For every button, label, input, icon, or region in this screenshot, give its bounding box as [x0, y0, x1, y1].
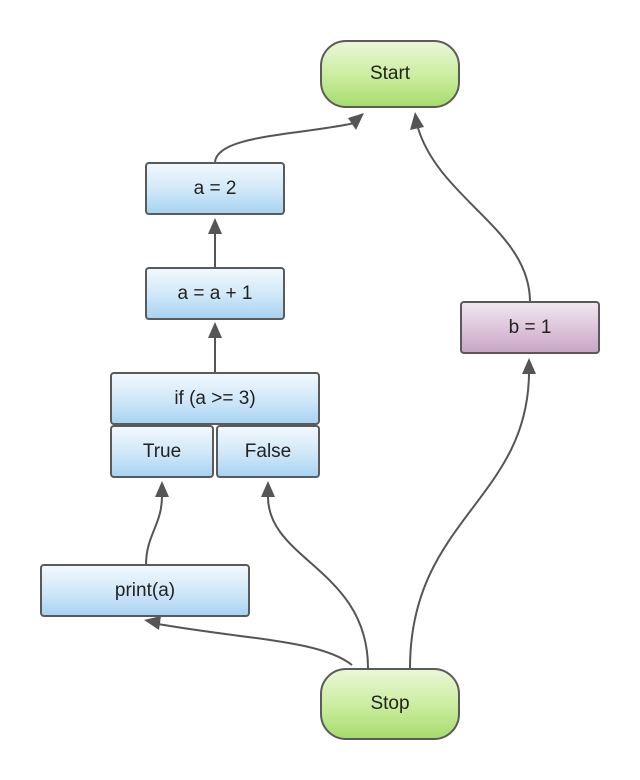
print-node[interactable]: print(a): [40, 564, 250, 617]
start-node[interactable]: Start: [320, 40, 460, 108]
edge-print-to-true: [145, 495, 163, 566]
arrowhead-stop-print: [144, 616, 161, 630]
arrowhead-stop-b1: [522, 358, 536, 374]
arrowhead-b1-start: [410, 112, 424, 130]
arrowhead-a2-start: [348, 113, 364, 130]
assign-a-node[interactable]: a = 2: [145, 162, 285, 215]
assign-b-label: b = 1: [508, 316, 552, 338]
stop-label: Stop: [370, 693, 410, 714]
print-label: print(a): [114, 579, 176, 601]
edge-stop-to-print: [157, 623, 353, 666]
increment-a-node[interactable]: a = a + 1: [145, 267, 285, 320]
false-branch-node[interactable]: False: [216, 425, 320, 478]
arrowhead-if-inc: [208, 322, 222, 338]
increment-a-label: a = a + 1: [177, 282, 253, 304]
arrowhead-stop-false: [261, 481, 275, 497]
arrowhead-inc-a2: [208, 218, 222, 234]
condition-label: if (a >= 3): [174, 387, 256, 409]
edge-stop-to-false: [267, 496, 369, 669]
false-branch-label: False: [244, 440, 292, 462]
true-branch-node[interactable]: True: [110, 425, 214, 478]
edge-a2-to-start: [214, 122, 356, 164]
start-label: Start: [369, 63, 411, 84]
stop-node[interactable]: Stop: [320, 668, 460, 740]
edge-b1-to-start: [417, 127, 531, 303]
edge-stop-to-b1: [409, 372, 530, 669]
condition-node[interactable]: if (a >= 3): [110, 372, 320, 425]
true-branch-label: True: [142, 440, 182, 462]
arrowhead-print-true: [155, 481, 169, 497]
assign-a-label: a = 2: [193, 177, 237, 199]
assign-b-node[interactable]: b = 1: [460, 301, 600, 354]
